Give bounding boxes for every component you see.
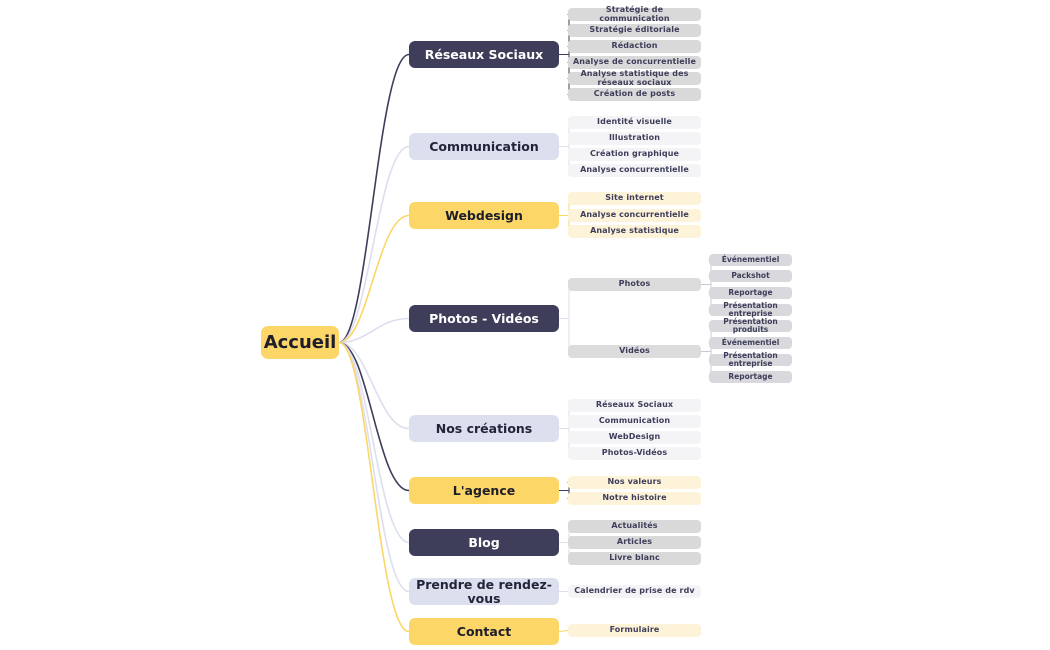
- branch-node-photos-videos[interactable]: Photos - Vidéos: [409, 305, 559, 332]
- node-label: Présentation produits: [723, 316, 778, 334]
- connector: [338, 214, 410, 344]
- node-label: Communication: [598, 416, 671, 426]
- child-node-analyse-statistique[interactable]: Analyse statistique: [568, 225, 701, 238]
- node-label: Blog: [468, 534, 500, 550]
- child-node-photos[interactable]: Photos: [568, 278, 701, 291]
- branch-node-contact[interactable]: Contact: [409, 618, 559, 645]
- node-label: Contact: [456, 623, 512, 639]
- grandchild-node-reportage[interactable]: Reportage: [709, 371, 792, 383]
- connector: [338, 341, 410, 593]
- branch-node-nos-creations[interactable]: Nos créations: [409, 415, 559, 442]
- child-node-livre-blanc[interactable]: Livre blanc: [568, 552, 701, 565]
- node-label: Analyse statistique: [590, 226, 679, 236]
- root-node-accueil[interactable]: Accueil: [261, 326, 339, 359]
- node-label: Calendrier de prise de rdv: [574, 586, 695, 596]
- node-label: Présentation entreprise: [723, 350, 778, 368]
- child-node-calendrier-de-prise-de-rdv[interactable]: Calendrier de prise de rdv: [568, 585, 701, 598]
- child-node-nos-valeurs[interactable]: Nos valeurs: [568, 476, 701, 489]
- node-label: Notre histoire: [602, 493, 667, 503]
- child-node-creation-de-posts[interactable]: Création de posts: [568, 88, 701, 101]
- child-node-analyse-statistique-des-reseaux-sociaux[interactable]: Analyse statistique des réseaux sociaux: [568, 68, 701, 87]
- node-label: Site internet: [605, 193, 664, 203]
- node-label: Livre blanc: [609, 553, 660, 563]
- child-node-creation-graphique[interactable]: Création graphique: [568, 148, 701, 161]
- connector: [338, 341, 410, 430]
- node-label: Analyse statistique des réseaux sociaux: [580, 68, 689, 87]
- node-label: Photos - Vidéos: [429, 310, 539, 326]
- node-label: Packshot: [731, 270, 770, 280]
- child-node-webdesign[interactable]: WebDesign: [568, 431, 701, 444]
- branch-node-reseaux-sociaux[interactable]: Réseaux Sociaux: [409, 41, 559, 68]
- child-node-analyse-concurrentielle[interactable]: Analyse concurrentielle: [568, 209, 701, 222]
- child-node-site-internet[interactable]: Site internet: [568, 192, 701, 205]
- node-label: Analyse concurrentielle: [580, 165, 689, 175]
- grandchild-node-evenementiel[interactable]: Événementiel: [709, 337, 792, 349]
- child-node-notre-histoire[interactable]: Notre histoire: [568, 492, 701, 505]
- node-label: Reportage: [728, 287, 773, 297]
- branch-node-webdesign[interactable]: Webdesign: [409, 202, 559, 229]
- child-node-illustration[interactable]: Illustration: [568, 132, 701, 145]
- node-label: Nos valeurs: [607, 477, 662, 487]
- child-node-identite-visuelle[interactable]: Identité visuelle: [568, 116, 701, 129]
- connector: [338, 145, 410, 344]
- child-node-strategie-editoriale[interactable]: Stratégie éditoriale: [568, 24, 701, 37]
- connector: [338, 341, 410, 544]
- child-node-analyse-de-concurrentielle[interactable]: Analyse de concurrentielle: [568, 56, 701, 69]
- connector: [338, 53, 410, 344]
- node-label: Réseaux Sociaux: [595, 400, 674, 410]
- node-label: WebDesign: [608, 432, 661, 442]
- child-node-communication[interactable]: Communication: [568, 415, 701, 428]
- connector: [338, 341, 410, 633]
- node-label: Présentation entreprise: [723, 300, 778, 318]
- grandchild-node-evenementiel[interactable]: Événementiel: [709, 254, 792, 266]
- node-label: Webdesign: [445, 207, 523, 223]
- node-label: Illustration: [608, 133, 661, 143]
- child-node-actualites[interactable]: Actualités: [568, 520, 701, 533]
- node-label: L'agence: [452, 482, 516, 498]
- child-node-photos-videos[interactable]: Photos-Vidéos: [568, 447, 701, 460]
- node-label: Communication: [429, 138, 539, 154]
- node-label: Accueil: [263, 331, 337, 353]
- connector: [558, 630, 569, 632]
- child-node-articles[interactable]: Articles: [568, 536, 701, 549]
- grandchild-node-presentation-produits[interactable]: Présentation produits: [709, 316, 792, 334]
- grandchild-node-packshot[interactable]: Packshot: [709, 270, 792, 282]
- node-label: Prendre de rendez-vous: [416, 576, 552, 606]
- node-label: Formulaire: [609, 625, 660, 635]
- node-label: Photos: [618, 279, 651, 289]
- node-label: Stratégie éditoriale: [589, 25, 680, 35]
- node-label: Vidéos: [619, 346, 650, 356]
- child-node-strategie-de-communication[interactable]: Stratégie de communication: [568, 4, 701, 23]
- node-label: Reportage: [728, 371, 773, 381]
- child-node-reseaux-sociaux[interactable]: Réseaux Sociaux: [568, 399, 701, 412]
- connector: [338, 341, 410, 492]
- connector: [338, 317, 410, 344]
- node-label: Réseaux Sociaux: [424, 46, 544, 62]
- node-label: Événementiel: [721, 254, 780, 264]
- branch-node-prendre-de-rendez-vous[interactable]: Prendre de rendez-vous: [409, 576, 559, 606]
- node-label: Création de posts: [593, 89, 676, 99]
- grandchild-node-presentation-entreprise[interactable]: Présentation entreprise: [709, 350, 792, 368]
- node-label: Événementiel: [721, 337, 780, 347]
- branch-node-l-agence[interactable]: L'agence: [409, 477, 559, 504]
- node-label: Création graphique: [589, 149, 680, 159]
- node-label: Photos-Vidéos: [601, 448, 668, 458]
- child-node-analyse-concurrentielle[interactable]: Analyse concurrentielle: [568, 164, 701, 177]
- branch-node-blog[interactable]: Blog: [409, 529, 559, 556]
- node-label: Analyse concurrentielle: [580, 210, 689, 220]
- grandchild-node-reportage[interactable]: Reportage: [709, 287, 792, 299]
- node-label: Actualités: [611, 521, 658, 531]
- branch-node-communication[interactable]: Communication: [409, 133, 559, 160]
- node-label: Identité visuelle: [597, 117, 672, 127]
- child-node-redaction[interactable]: Rédaction: [568, 40, 701, 53]
- node-label: Nos créations: [435, 420, 533, 436]
- child-node-formulaire[interactable]: Formulaire: [568, 624, 701, 637]
- node-label: Articles: [616, 537, 653, 547]
- node-label: Analyse de concurrentielle: [572, 57, 697, 67]
- grandchild-node-presentation-entreprise[interactable]: Présentation entreprise: [709, 300, 792, 318]
- node-label: Rédaction: [611, 41, 658, 51]
- child-node-videos[interactable]: Vidéos: [568, 345, 701, 358]
- node-label: Stratégie de communication: [599, 4, 670, 23]
